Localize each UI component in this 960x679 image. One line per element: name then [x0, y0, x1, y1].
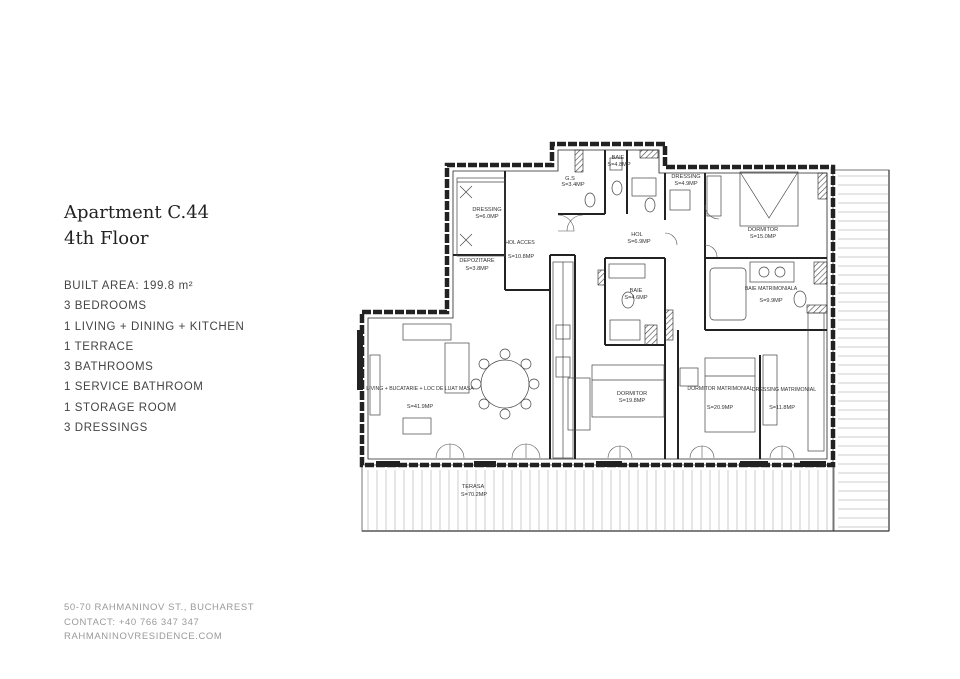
room-dormitor-name: DORMITOR: [748, 227, 778, 233]
room-dormitor-area: S=15.0MP: [750, 234, 777, 240]
room-gs-area: S=3.4MP: [561, 182, 584, 188]
windows: [357, 330, 826, 467]
wall-hatching: [574, 149, 828, 346]
room-labels: G.S S=3.4MP BAIE S=4.8MP DRESSING S=4.9M…: [366, 155, 816, 498]
inner-walls: [453, 150, 827, 459]
room-hol-acces-name: HOL ACCES: [505, 240, 535, 246]
room-depozitare-name: DEPOZITARE: [459, 258, 495, 264]
apartment-title-block: Apartment C.44 4th Floor: [64, 200, 209, 252]
room-dressing-matrimonial-area: S=11.8MP: [769, 405, 795, 411]
doors: [435, 204, 795, 459]
room-baie2-area: S=4.6MP: [624, 295, 647, 301]
furniture: [369, 157, 825, 459]
room-depozitare-area: S=3.8MP: [465, 266, 488, 272]
contact-block: 50-70 RAHMANINOV ST., BUCHAREST CONTACT:…: [64, 601, 254, 645]
apartment-title: Apartment C.44: [64, 202, 210, 223]
spec-service-bathroom: 1 SERVICE BATHROOM: [64, 381, 204, 394]
room-living-area: S=41.9MP: [407, 404, 434, 410]
room-dormitor-matrimonial-area: S=20.9MP: [707, 405, 734, 411]
room-dormitor2-name: DORMITOR: [617, 391, 647, 397]
room-baie-matrimoniala-area: S=9.9MP: [759, 298, 782, 304]
contact-address: 50-70 RAHMANINOV ST., BUCHAREST: [64, 602, 255, 613]
room-baie2-name: BAIE: [630, 288, 643, 294]
room-baie-name: BAIE: [612, 155, 625, 161]
room-hol-area: S=6.9MP: [627, 239, 650, 245]
room-dormitor2-area: S=19.8MP: [619, 398, 646, 404]
room-baie-area: S=4.8MP: [607, 162, 630, 168]
room-dressing-area: S=4.9MP: [674, 181, 697, 187]
room-dressing2-name: DRESSING: [472, 207, 501, 213]
room-terasa-name: TERASA: [462, 484, 485, 490]
contact-phone: CONTACT: +40 766 347 347: [64, 616, 200, 628]
floor-label: 4th Floor: [64, 228, 149, 249]
room-baie-matrimoniala-name: BAIE MATRIMONIALA: [745, 286, 798, 292]
specs-list: BUILT AREA: 199.8 m² 3 BEDROOMS 1 LIVING…: [64, 276, 244, 438]
built-area: BUILT AREA: 199.8 m²: [64, 280, 194, 292]
outer-walls: [359, 141, 836, 468]
room-terasa-area: S=70.2MP: [461, 492, 488, 498]
contact-website: RAHMANINOVRESIDENCE.COM: [64, 631, 223, 642]
spec-terrace: 1 TERRACE: [64, 340, 134, 353]
spec-bedrooms: 3 BEDROOMS: [64, 300, 147, 313]
spec-storage: 1 STORAGE ROOM: [64, 401, 177, 414]
room-dressing-matrimonial-name: DRESSING MATRIMONIAL: [752, 387, 816, 393]
room-dressing2-area: S=6.0MP: [475, 214, 498, 220]
room-dormitor-matrimonial-name: DORMITOR MATRIMONIAL: [687, 386, 752, 392]
room-hol-name: HOL: [631, 232, 643, 238]
terrace-deck: [361, 169, 890, 532]
spec-living: 1 LIVING + DINING + KITCHEN: [64, 320, 245, 333]
room-hol-acces-area: S=10.8MP: [508, 254, 535, 260]
room-gs-name: G.S: [565, 176, 575, 182]
room-dressing-name: DRESSING: [671, 174, 700, 180]
spec-dressings: 3 DRESSINGS: [64, 422, 148, 435]
spec-bathrooms: 3 BATHROOMS: [64, 361, 154, 374]
room-living-name: LIVING + BUCATARIE + LOC DE LUAT MASA: [366, 386, 474, 392]
